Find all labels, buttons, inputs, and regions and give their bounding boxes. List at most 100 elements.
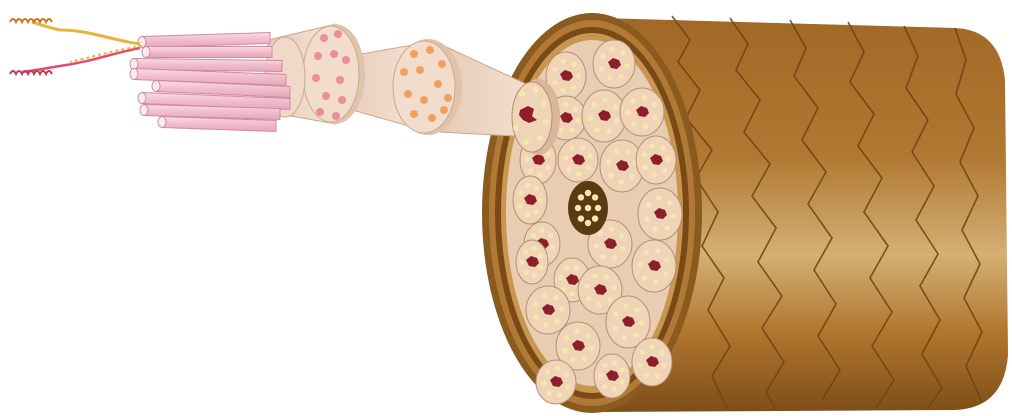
cell-dot [650, 345, 655, 350]
cell-dot [639, 320, 644, 325]
cell-dot [619, 379, 624, 384]
cell-dot [588, 116, 593, 121]
cell-dot [586, 296, 591, 301]
cell-dot [607, 75, 612, 80]
cell-dot [543, 322, 548, 327]
cell-dot [594, 127, 599, 132]
orange-dot [416, 66, 424, 74]
fibril-end [152, 81, 160, 92]
cell-dot [671, 213, 676, 218]
cell-dot [558, 128, 563, 133]
orange-dot [410, 50, 418, 58]
orange-dot [440, 106, 448, 114]
fibril-end [142, 47, 150, 58]
cell-dot [580, 145, 585, 150]
cell-dot [531, 246, 536, 251]
bundle-cell [513, 176, 547, 224]
cell-dot [554, 319, 559, 324]
cell-dot [565, 384, 570, 389]
cell-dot [630, 98, 635, 103]
cell-dot [619, 180, 624, 185]
fibril-tubes [130, 33, 290, 132]
cell-dot [603, 363, 608, 368]
cell-dot [596, 302, 601, 307]
cell-dot [631, 121, 636, 126]
cell-dot [576, 171, 581, 176]
cell-dot [623, 304, 628, 309]
extracted-dot [541, 101, 547, 107]
cell-dot [650, 143, 655, 148]
orange-dot [428, 114, 436, 122]
cell-dot [539, 228, 544, 233]
cell-dot [548, 233, 553, 238]
cell-dot [528, 168, 533, 173]
cell-dot [571, 85, 576, 90]
cell-dot [532, 273, 537, 278]
orange-dot [404, 90, 412, 98]
cell-dot [642, 152, 647, 157]
cell-dot [653, 279, 658, 284]
cell-dot [555, 366, 560, 371]
core-dot [592, 194, 598, 200]
cell-dot [569, 145, 574, 150]
cell-dot [574, 329, 579, 334]
cell-dot [573, 107, 578, 112]
orange-dot [426, 46, 434, 54]
cell-dot [552, 80, 557, 85]
cell-dot [621, 51, 626, 56]
orange-dot [438, 60, 446, 68]
cell-dot [546, 152, 551, 157]
orange-dot [420, 96, 428, 104]
cell-dot [644, 373, 649, 378]
fibril-end [140, 105, 148, 116]
cell-dot [552, 67, 557, 72]
cell-dot [585, 333, 590, 338]
cell-dot [602, 384, 607, 389]
cell-dot [576, 73, 581, 78]
cell-dot [609, 227, 614, 232]
cell-dot [666, 156, 671, 161]
cell-dot [652, 172, 657, 177]
cell-dot [550, 244, 555, 249]
core-dot [585, 190, 591, 196]
cell-dot [561, 88, 566, 93]
cell-dot [612, 387, 617, 392]
fibril-end [158, 117, 166, 128]
pink-dot [338, 96, 346, 104]
bundle-cell [536, 360, 576, 404]
pink-dot [316, 108, 324, 116]
cell-dot [644, 250, 649, 255]
cell-dot [652, 115, 657, 120]
cell-dot [662, 168, 667, 173]
cell-dot [542, 293, 547, 298]
core-dot [585, 205, 591, 211]
cross-section-face [482, 13, 702, 413]
cell-dot [534, 209, 539, 214]
coil-pink [10, 71, 52, 74]
cell-dot [637, 362, 642, 367]
cell-dot [545, 165, 550, 170]
cell-dot [644, 217, 649, 222]
cell-dot [557, 392, 562, 397]
cell-dot [618, 74, 623, 79]
cell-dot [643, 165, 648, 170]
extracted-dot [533, 87, 539, 93]
cell-dot [612, 360, 617, 365]
pink-dot [312, 74, 320, 82]
core-fibers [575, 190, 601, 226]
cell-dot [619, 233, 624, 238]
cell-dot [570, 291, 575, 296]
fibril-end [138, 93, 146, 104]
orange-dot [434, 80, 442, 88]
bundle-cell [594, 354, 630, 398]
cell-dot [606, 128, 611, 133]
coiled-filaments [10, 19, 142, 74]
cell-dot [523, 249, 528, 254]
cell-dot [518, 191, 523, 196]
cell-dot [574, 265, 579, 270]
orange-dot [400, 68, 408, 76]
bundle-cell [632, 240, 676, 292]
cell-dot [592, 274, 597, 279]
bundle-cell [636, 136, 676, 184]
cell-dot [607, 297, 612, 302]
